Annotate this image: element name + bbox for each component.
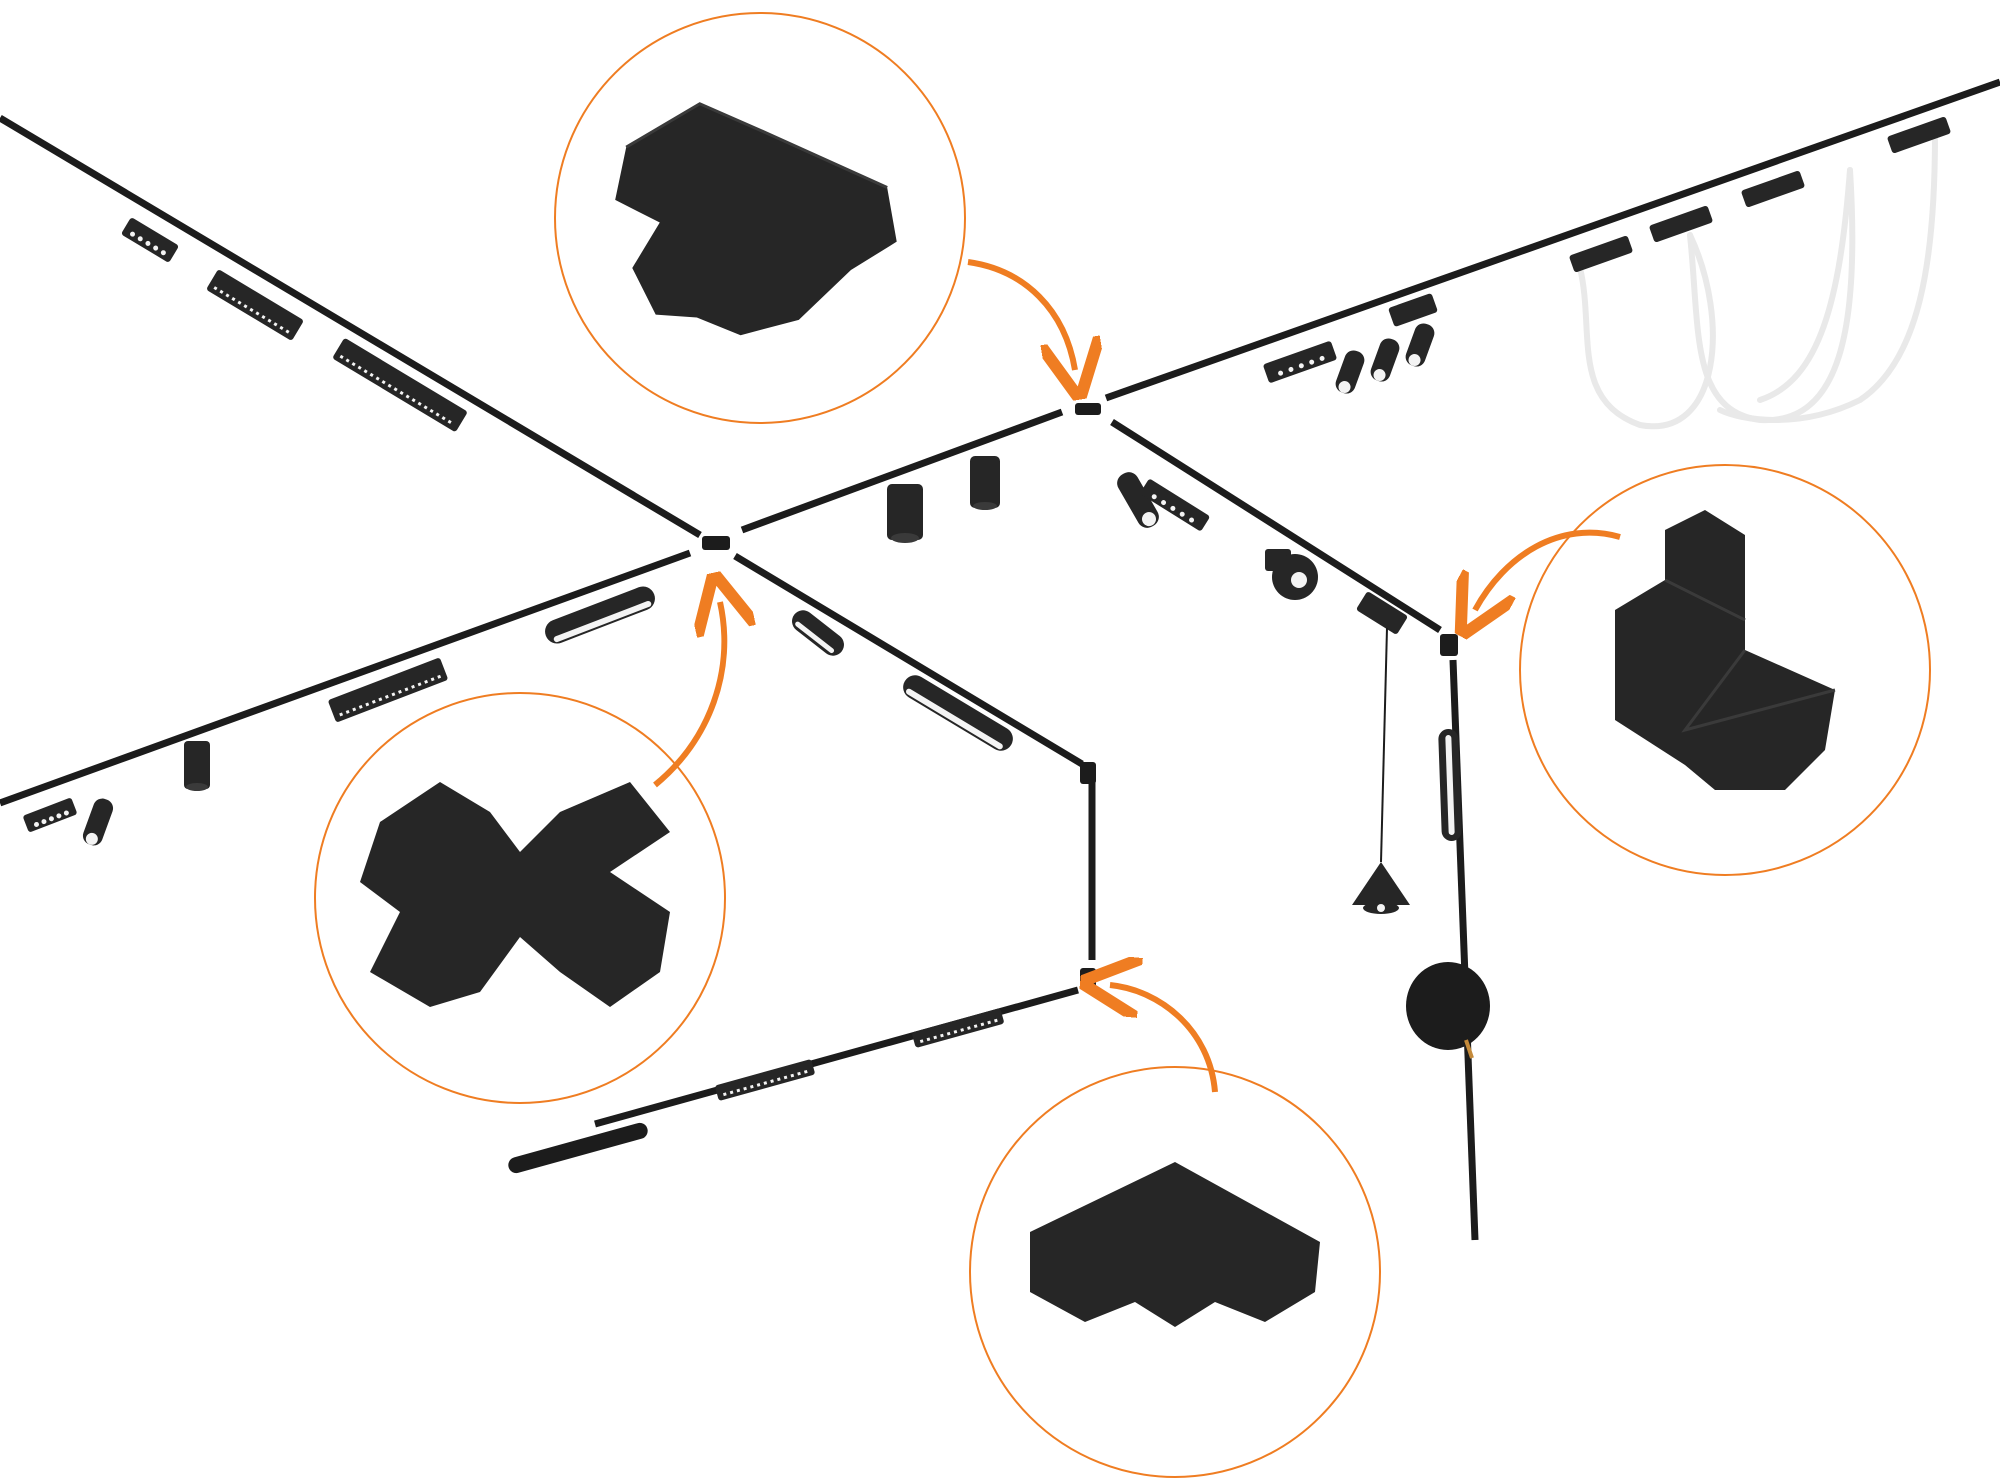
linear-diffuser-fixture-icon: [903, 675, 1013, 751]
x-junction: [702, 536, 730, 550]
callout-x-connector: [314, 602, 725, 1104]
t-connector-icon: [599, 102, 917, 345]
callout-arrow: [967, 259, 1075, 370]
neon-mount-icons: [1569, 116, 1951, 273]
cylinder-downlight-icon: [887, 484, 923, 543]
corner-junction-center: [1080, 762, 1096, 784]
round-wall-lamp-icon: [1406, 962, 1490, 1059]
neon-mount-icon: [1887, 116, 1951, 154]
cylinder-downlight-icon: [970, 456, 1000, 510]
spotlight-icon: [1265, 549, 1318, 600]
linear-spot-fixture-icon: [121, 218, 179, 262]
track-right-branch: [1110, 419, 1442, 633]
spotlight-icon: [1335, 350, 1365, 394]
corner-junction-right: [1440, 634, 1458, 656]
linear-grille-fixture-icon: [912, 1008, 1004, 1048]
callout-arrow: [1475, 529, 1621, 610]
cylinder-downlight-icon: [184, 741, 210, 791]
linear-spot-fixture-icon: [23, 798, 77, 832]
pendant-cone-icon: [1352, 592, 1410, 914]
linear-grille-fixture-icon: [333, 338, 467, 432]
track-upper-left: [0, 114, 702, 539]
linear-diffuser-fixture-icon: [545, 586, 655, 644]
flexible-neon-loop-icon: [1577, 132, 1938, 430]
track-upper-right: [1104, 78, 2000, 402]
callout-t-connector: [554, 12, 1075, 424]
spotlight-icon: [1405, 323, 1435, 367]
callout-flat-l-connector: [969, 985, 1381, 1478]
linear-grille-fixture-icon: [207, 270, 303, 340]
linear-diffuser-fixture-icon: [792, 610, 844, 656]
linear-grille-fixture-icon: [328, 658, 448, 722]
linear-spot-fixture-icon: [1263, 341, 1337, 383]
callout-arrow: [653, 602, 724, 788]
vertical-corner-connector-icon: [1615, 491, 1858, 808]
track-end-cap-icon: [508, 1122, 648, 1174]
junction-connectors: [702, 403, 1458, 990]
neon-mount-icon: [1569, 235, 1633, 273]
spotlight-icon: [82, 798, 114, 846]
corner-junction-bottom: [1080, 968, 1096, 990]
linear-grille-fixture-icon: [715, 1059, 815, 1101]
spotlight-icon: [1117, 472, 1159, 528]
t-junction: [1075, 403, 1101, 415]
l-connector-icon: [1004, 1162, 1333, 1347]
neon-mount-icon: [1649, 205, 1713, 243]
linear-diffuser-fixture-icon: [1438, 729, 1462, 841]
callout-vertical-l-connector: [1475, 464, 1931, 876]
track-center-lower: [733, 552, 1084, 768]
track-lower-left: [0, 549, 692, 807]
linear-spot-fixture-icon: [1140, 479, 1210, 531]
spotlight-icon: [1370, 338, 1400, 382]
x-connector-icon: [337, 782, 703, 1025]
callout-arrow: [1110, 985, 1218, 1093]
track-center-upper: [740, 408, 1064, 534]
spot-mount-icon: [1388, 293, 1438, 327]
neon-mount-icon: [1741, 170, 1805, 208]
